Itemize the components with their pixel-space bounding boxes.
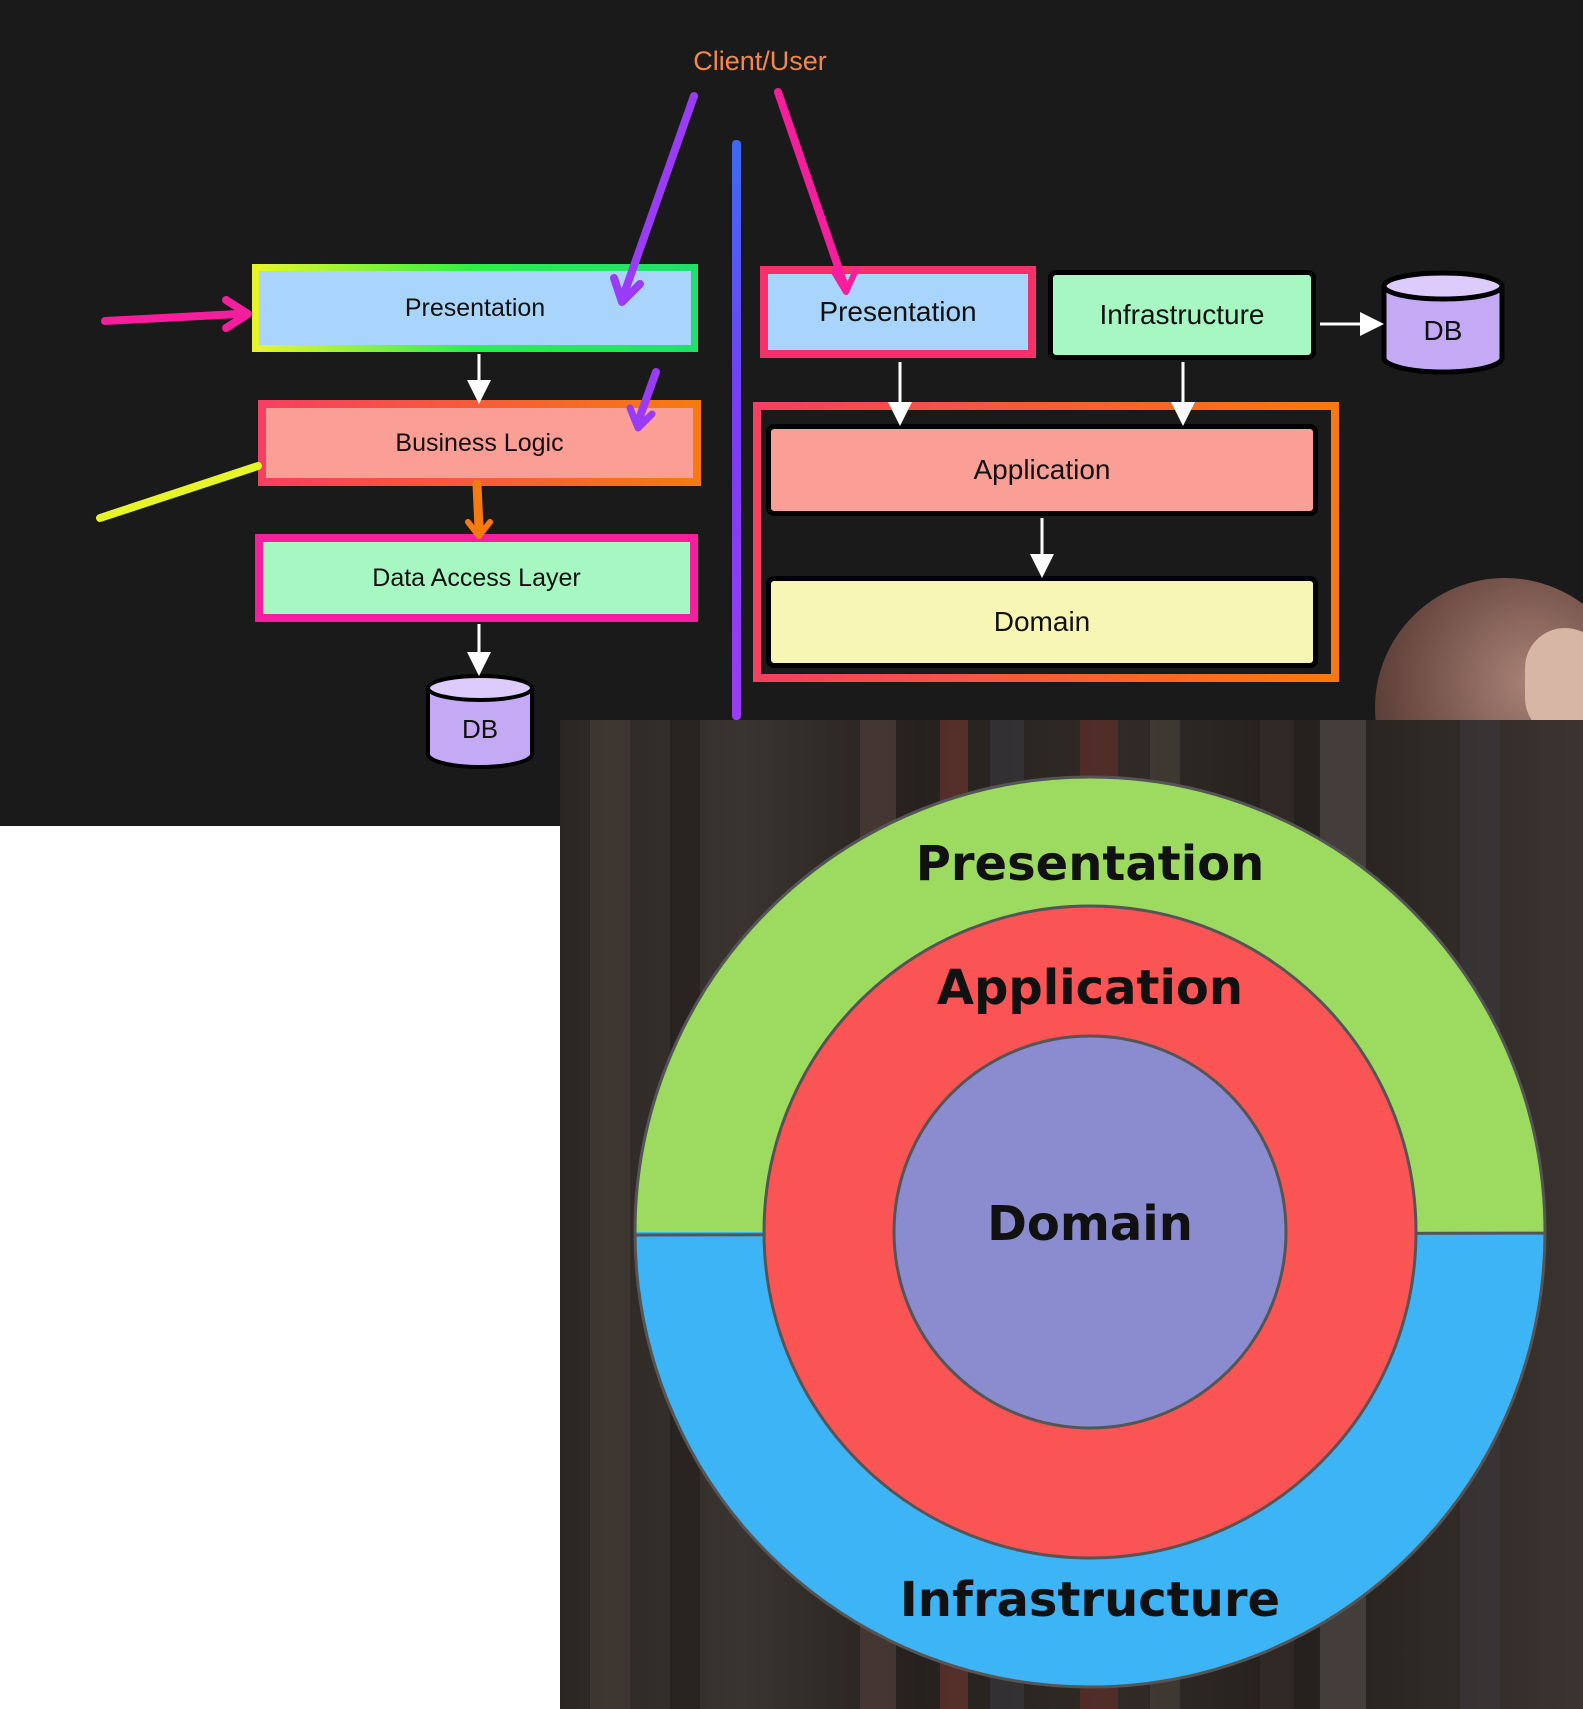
onion-presentation-label: Presentation [915,836,1265,892]
database-icon [426,674,534,769]
onion-panel: Presentation Application Domain Infrastr… [560,720,1583,1709]
left-business-logic-label: Business Logic [395,428,564,457]
left-data-access-box[interactable]: Data Access Layer [255,534,698,622]
left-db-cylinder[interactable]: DB [425,674,535,770]
left-data-access-label: Data Access Layer [372,563,581,592]
right-infrastructure-label: Infrastructure [1099,299,1265,330]
right-domain-box[interactable]: Domain [766,576,1318,668]
left-presentation-box[interactable]: Presentation [252,264,698,352]
right-application-box[interactable]: Application [766,424,1318,516]
blank-area [0,826,560,1709]
onion-domain-core [892,1034,1288,1430]
right-db-cylinder[interactable]: DB [1380,270,1506,376]
database-icon [1381,270,1505,375]
client-user-label: Client/User [693,46,827,76]
right-presentation-label: Presentation [819,296,977,327]
onion-domain-label: Domain [987,1196,1193,1252]
left-presentation-label: Presentation [404,293,546,322]
onion-application-label: Application [936,960,1244,1016]
left-business-logic-box[interactable]: Business Logic [258,400,701,486]
onion-diagram [633,775,1547,1689]
divider-line [732,140,741,720]
right-db-label: DB [1423,315,1463,346]
onion-infrastructure-label: Infrastructure [899,1572,1281,1628]
left-db-label: DB [461,714,499,744]
right-infrastructure-box[interactable]: Infrastructure [1048,270,1316,360]
right-presentation-box[interactable]: Presentation [760,266,1036,358]
right-application-label: Application [973,454,1111,485]
right-domain-label: Domain [993,606,1091,637]
